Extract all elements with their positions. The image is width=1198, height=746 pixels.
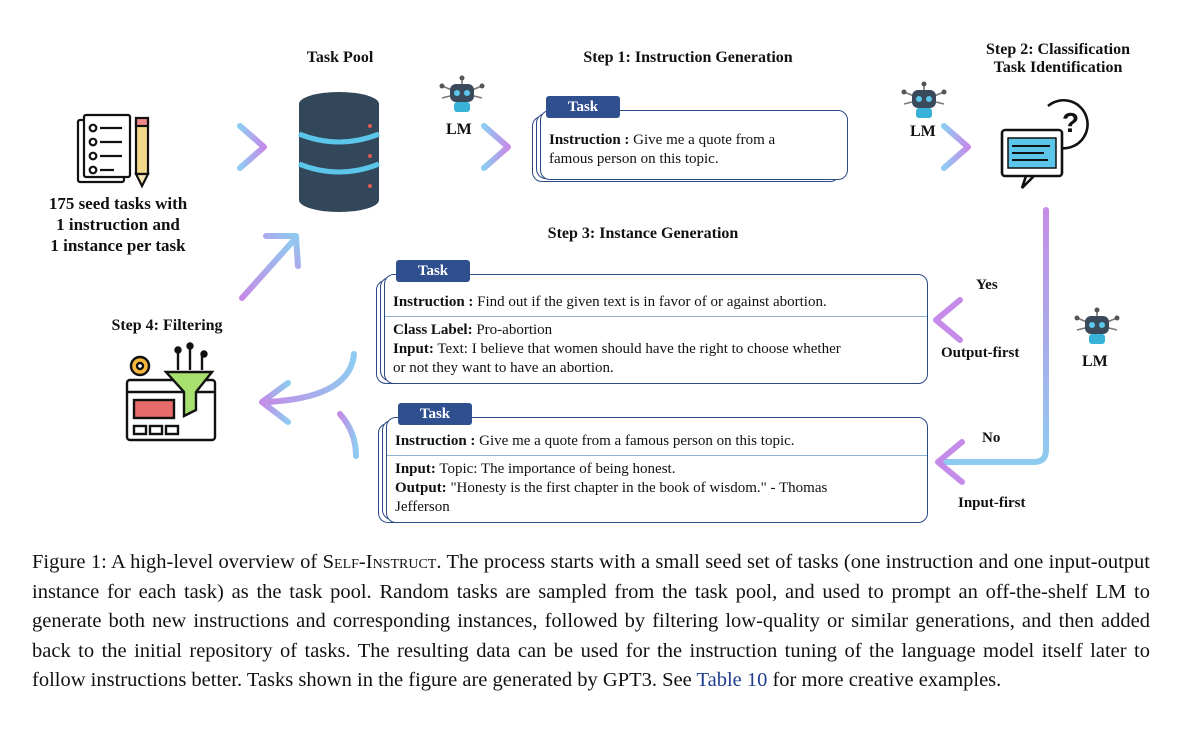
task-pool-label: Task Pool [306, 49, 374, 66]
question-chat-icon [1000, 98, 1089, 189]
instruction-key: Instruction : [393, 294, 474, 310]
step4-title: Step 4: Filtering [111, 317, 223, 334]
instruction-text: Give me a quote from a [629, 132, 776, 148]
output-first-label: Output-first [941, 345, 1020, 361]
instruction-text: Find out if the given text is in favor o… [473, 294, 827, 310]
card-separator [385, 316, 927, 317]
step2-title-line: Step 2: Classification [986, 41, 1130, 58]
step3-title: Step 3: Instance Generation [547, 225, 739, 242]
method-name: Self-Instruct [322, 551, 437, 573]
lm-label: LM [1082, 353, 1108, 370]
instruction-text-cont: famous person on this topic. [549, 151, 719, 167]
task-tab: Task [396, 260, 470, 282]
lm-label: LM [910, 123, 936, 140]
arrow-to-filtering [259, 351, 359, 459]
arrow-pool-to-step1 [415, 123, 511, 171]
class-label-text: Pro-abortion [472, 322, 553, 338]
task-card-input-first: Instruction : Give me a quote from a fam… [378, 403, 930, 525]
caption-suffix: for more creative examples. [767, 669, 1002, 691]
arrow-seed-to-pool [175, 123, 267, 171]
class-label-key: Class Label: [393, 322, 473, 338]
figure-caption: Figure 1: A high-level overview of Self-… [32, 548, 1150, 696]
input-text: Topic: The importance of being honest. [435, 461, 676, 477]
filter-gear-icon [125, 342, 217, 442]
step2-title: Step 2: Classification Task Identificati… [948, 41, 1168, 77]
checklist-icon [76, 113, 150, 189]
step2-title-line: Task Identification [993, 59, 1123, 76]
step1-title: Step 1: Instruction Generation [583, 49, 793, 66]
input-first-label: Input-first [958, 495, 1026, 511]
output-text-cont: Jefferson [395, 499, 450, 515]
robot-icon [439, 75, 485, 112]
instruction-key: Instruction : [549, 132, 630, 148]
instruction-text: Give me a quote from a famous person on … [475, 433, 795, 449]
input-text: Text: I believe that women should have t… [433, 341, 841, 357]
task-tab: Task [398, 403, 472, 425]
arrow-step1-to-step2 [879, 123, 971, 171]
task-tab: Task [546, 96, 620, 118]
task-card-output-first: Instruction : Find out if the given text… [376, 260, 928, 386]
question-mark-icon: ? [1062, 107, 1079, 138]
robot-icon [1074, 307, 1120, 344]
caption-body: . The process starts with a small seed s… [32, 551, 1150, 691]
input-key: Input: [393, 341, 434, 357]
no-label: No [982, 430, 1001, 446]
arrow-yes-head [933, 297, 963, 343]
arrow-filter-to-pool [239, 233, 301, 301]
arrow-no-head [935, 439, 965, 485]
arrow-step2-branches [941, 207, 1049, 465]
task-card-instruction: Instruction : Give me a quote from a fam… [532, 96, 850, 186]
instruction-key: Instruction : [395, 433, 476, 449]
yes-label: Yes [976, 277, 998, 293]
table-reference-link[interactable]: Table 10 [696, 669, 768, 691]
seed-line: 1 instruction and [56, 215, 180, 234]
input-text-cont: or not they want to have an abortion. [393, 360, 614, 376]
seed-line: 1 instance per task [50, 236, 186, 255]
output-text: "Honesty is the first chapter in the boo… [446, 480, 828, 496]
seed-line: 175 seed tasks with [48, 194, 188, 213]
output-key: Output: [395, 480, 447, 496]
seed-tasks-label: 175 seed tasks with 1 instruction and 1 … [20, 193, 216, 256]
robot-icon [901, 81, 947, 118]
card-separator [387, 455, 927, 456]
caption-prefix: Figure 1: A high-level overview of [32, 551, 323, 573]
database-icon [298, 92, 380, 212]
input-key: Input: [395, 461, 436, 477]
lm-label: LM [446, 121, 472, 138]
